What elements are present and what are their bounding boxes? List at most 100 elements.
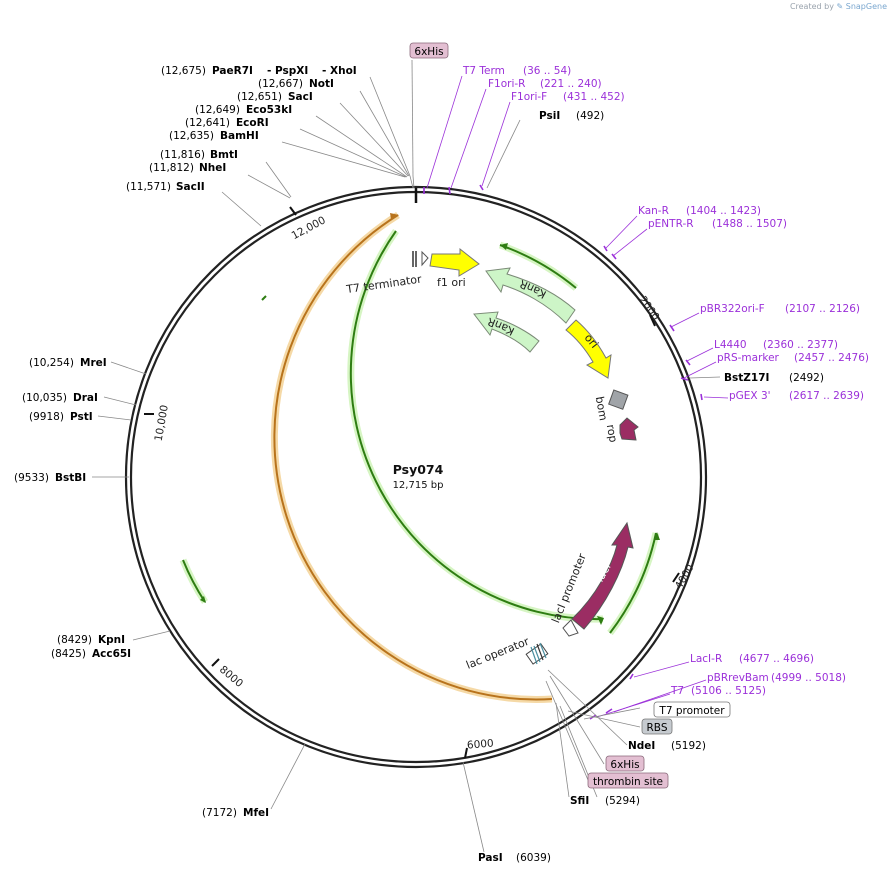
site-ecori-pos: (12,641) [185,117,230,129]
kanr-inner-feature [473,311,540,353]
primer-marks [423,184,703,720]
his-tag-top: 6xHis [409,42,449,59]
lac-operator-feature [525,642,549,665]
ruler-label-2000: 2000 [636,294,661,323]
site-eco53ki: Eco53kI [246,104,292,116]
site-bstbi-pos: (9533) [14,472,49,484]
site-paer7i-pos: (12,675) [161,65,206,77]
primer-t7-term-range: (36 .. 54) [523,65,571,77]
site-sacii-pos: (11,571) [126,181,171,193]
site-drai: DraI [73,392,98,404]
right-site-leaders [462,119,721,853]
ori-feature [565,319,612,379]
ruler-label-10000: 10,000 [153,404,171,442]
primer-kan-r: Kan-R [638,205,669,217]
primer-pbr322ori-f-range: (2107 .. 2126) [785,303,860,315]
f1-ori-small-feature [421,250,429,267]
site-kpni: KpnI [98,634,125,646]
plasmid-length: 12,715 bp [393,480,444,491]
site-pasi: PasI [478,852,503,864]
primer-laci-r-range: (4677 .. 4696) [739,653,814,665]
primer-pgex3-range: (2617 .. 2639) [789,390,864,402]
his-tag-bottom: 6xHis [605,755,645,772]
site-sacii: SacII [176,181,205,193]
site-bmti: BmtI [210,149,238,161]
site-pasi-pos: (6039) [516,852,551,864]
site-sfii: SfiI [570,795,589,807]
site-eco53ki-pos: (12,649) [195,104,240,116]
site-drai-pos: (10,035) [22,392,67,404]
bom-feature [608,389,629,410]
t7-terminator-label: T7 terminator [345,272,423,296]
f1-ori-label: f1 ori [437,276,466,289]
site-mfei: MfeI [243,807,269,819]
site-bamhi: BamHI [220,130,259,142]
bom-label: bom [593,395,610,421]
primer-prs-marker: pRS-marker [717,352,780,364]
rop-feature [619,417,639,441]
primer-pentr-r-range: (1488 .. 1507) [712,218,787,230]
primer-pgex3: pGEX 3' [729,390,771,402]
site-bstz17i: BstZ17I [724,372,769,384]
primer-pbrrevbam: pBRrevBam [707,672,769,684]
site-sfii-pos: (5294) [605,795,640,807]
t7-promoter-box: T7 promoter [653,701,731,718]
f1-ori-feature [429,247,480,277]
site-psti-pos: (9918) [29,411,64,423]
ruler [144,206,680,759]
snapgene-watermark: Created by ✎ SnapGene [789,2,887,11]
primer-kan-r-range: (1404 .. 1423) [686,205,761,217]
left-site-leaders [92,361,306,810]
svg-text:RBS: RBS [647,722,668,734]
top-site-leaders [221,59,415,227]
svg-text:T7 promoter: T7 promoter [658,705,725,717]
snapgene-logo: ✎ [836,2,844,11]
primer-t7: T7 [670,685,684,697]
laci-promoter-feature [562,619,579,637]
primer-l4440: L4440 [714,339,747,351]
site-mfei-pos: (7172) [202,807,237,819]
primer-t7-term: T7 Term [462,65,505,77]
site-paer7i: PaeR7I [212,65,253,77]
site-ndei-pos: (5192) [671,740,706,752]
site-acc65i-pos: (8425) [51,648,86,660]
svg-text:6xHis: 6xHis [414,46,443,58]
site-psti: PstI [70,411,93,423]
site-noti: NotI [309,78,334,90]
ruler-label-6000: 6000 [467,737,495,751]
primer-pbrrevbam-range: (4999 .. 5018) [771,672,846,684]
site-acc65i: Acc65I [92,648,131,660]
site-nhei-pos: (11,812) [149,162,194,174]
site-saci: SacI [288,91,313,103]
site-mrei-pos: (10,254) [29,357,74,369]
primer-t7-range: (5106 .. 5125) [691,685,766,697]
site-bmti-pos: (11,816) [160,149,205,161]
laci-feature [571,521,634,630]
site-kpni-pos: (8429) [57,634,92,646]
primer-pentr-r: pENTR-R [648,218,694,230]
thrombin-site-box: thrombin site [587,772,669,789]
primer-prs-marker-range: (2457 .. 2476) [794,352,869,364]
site-ndei: NdeI [628,740,655,752]
primer-f1ori-f: F1ori-F [511,91,547,103]
primer-leaders [426,75,729,718]
kanr-outer-feature [485,267,576,324]
primer-f1ori-r: F1ori-R [488,78,525,90]
primer-l4440-range: (2360 .. 2377) [763,339,838,351]
site-bstbi: BstBI [55,472,86,484]
plasmid-name: Psy074 [393,462,444,477]
site-xhoi: - XhoI [322,65,357,77]
primer-laci-r: LacI-R [690,653,722,665]
site-bamhi-pos: (12,635) [169,130,214,142]
svg-text:6xHis: 6xHis [610,759,639,771]
primer-f1ori-r-range: (221 .. 240) [540,78,602,90]
lac-operator-label: lac operator [464,635,531,672]
site-pspxi: - PspXI [267,65,308,77]
rop-label: rop [604,423,620,443]
site-psii: PsiI [539,110,560,122]
primer-f1ori-f-range: (431 .. 452) [563,91,625,103]
site-mrei: MreI [80,357,107,369]
primer-pbr322ori-f: pBR322ori-F [700,303,765,315]
site-saci-pos: (12,651) [237,91,282,103]
